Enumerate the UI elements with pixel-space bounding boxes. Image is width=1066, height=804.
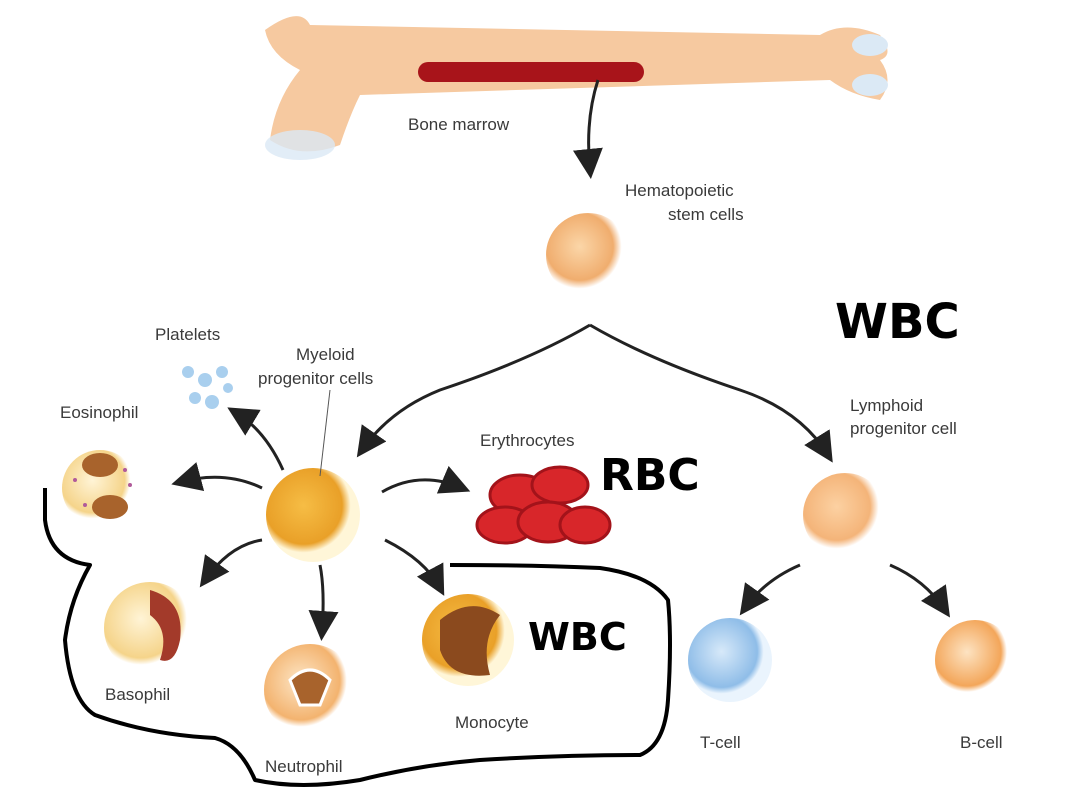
- t-cell: [688, 618, 772, 702]
- lymphoid-label-1: Lymphoid: [850, 396, 923, 415]
- arrow-to-eosinophil: [171, 462, 263, 492]
- arrow-to-platelets: [227, 407, 285, 471]
- myeloid-label-2: progenitor cells: [258, 369, 373, 388]
- bone: [265, 16, 888, 160]
- annotation-wbc-box: WBC: [528, 615, 627, 659]
- handwritten-outline: [43, 488, 672, 787]
- platelets-label: Platelets: [155, 325, 220, 344]
- stem-label-1: Hematopoietic: [625, 181, 734, 200]
- arrow-to-lymphoid: [589, 323, 833, 463]
- myeloid-pointer-line: [319, 389, 331, 477]
- eosinophil-cell: [62, 450, 138, 526]
- eosinophil-label: Eosinophil: [60, 403, 138, 422]
- t-cell-label: T-cell: [700, 733, 741, 752]
- bone-marrow-label: Bone marrow: [408, 115, 510, 134]
- b-cell: [935, 620, 1015, 700]
- basophil-cell: [104, 582, 196, 674]
- monocyte-cell: [422, 594, 514, 686]
- platelets: [182, 366, 233, 409]
- annotation-rbc: RBC: [600, 450, 700, 501]
- myeloid-label-1: Myeloid: [296, 345, 355, 364]
- hematopoietic-stem-cell: [546, 213, 630, 297]
- lymphoid-label-2: progenitor cell: [850, 419, 957, 438]
- arrow-to-erythrocytes: [381, 465, 471, 494]
- neutrophil-label: Neutrophil: [265, 757, 343, 776]
- basophil-label: Basophil: [105, 685, 170, 704]
- arrow-marrow-to-stem: [572, 79, 603, 179]
- stem-label-2: stem cells: [668, 205, 744, 224]
- monocyte-label: Monocyte: [455, 713, 529, 732]
- arrow-to-monocyte: [384, 538, 445, 596]
- neutrophil-cell: [264, 644, 356, 736]
- lymphoid-progenitor-cell: [803, 473, 887, 557]
- annotation-wbc-top: WBC: [835, 294, 960, 350]
- erythrocytes-label: Erythrocytes: [480, 431, 574, 450]
- arrow-to-neutrophil: [308, 564, 339, 641]
- arrow-to-b-cell: [889, 563, 950, 618]
- myeloid-progenitor-cell: [266, 468, 360, 562]
- erythrocytes: [475, 465, 612, 545]
- b-cell-label: B-cell: [960, 733, 1003, 752]
- arrow-to-myeloid: [356, 323, 591, 458]
- arrow-to-t-cell: [739, 563, 801, 616]
- arrow-to-basophil: [199, 538, 263, 588]
- bone-marrow: [418, 62, 644, 82]
